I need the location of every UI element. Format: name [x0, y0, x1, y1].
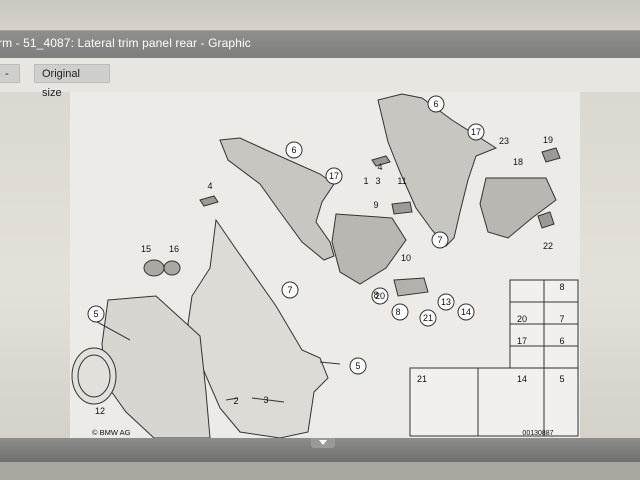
callout-7-middle: 7 — [287, 285, 292, 295]
callout-14: 14 — [461, 307, 471, 317]
callout-5-left: 5 — [93, 309, 98, 319]
callout-8: 8 — [395, 307, 400, 317]
chevron-down-icon — [319, 440, 327, 445]
legend-num-21: 21 — [417, 374, 427, 384]
callout-20: 20 — [375, 291, 385, 301]
callout-6-middle: 6 — [291, 145, 296, 155]
callout-7-upper: 7 — [437, 235, 442, 245]
copyright: © BMW AG — [92, 428, 131, 437]
callout-11: 11 — [397, 176, 406, 186]
legend-num-20: 20 — [517, 314, 527, 324]
callout-17-middle: 17 — [329, 171, 339, 181]
original-size-button[interactable]: Original size — [34, 64, 110, 99]
callout-8-lower: 8 — [373, 290, 378, 300]
drawing-id: 00130887 — [522, 430, 553, 437]
callout-5-right: 5 — [355, 361, 360, 371]
window-titlebar: rm - 51_4087: Lateral trim panel rear - … — [0, 30, 640, 59]
callout-3-lower: 3 — [263, 395, 268, 405]
callout-12: 12 — [95, 406, 105, 416]
legend-num-17: 17 — [517, 336, 527, 346]
callout-9: 9 — [373, 200, 378, 210]
footer-strip — [0, 462, 640, 480]
callout-1: 1 — [363, 176, 368, 186]
callout-15: 15 — [141, 244, 151, 254]
callout-21: 21 — [423, 313, 433, 323]
callout-2: 2 — [233, 396, 238, 406]
callout-18: 18 — [513, 157, 523, 167]
callout-13: 13 — [441, 297, 451, 307]
diagram-canvas[interactable]: 6 17 23 19 18 4 1 3 11 9 15 16 7 22 10 5… — [70, 92, 580, 439]
callout-16: 16 — [169, 244, 179, 254]
callout-3: 3 — [375, 176, 380, 186]
legend-num-7: 7 — [559, 314, 564, 324]
legend-num-5: 5 — [559, 374, 564, 384]
legend-num-8: 8 — [559, 282, 564, 292]
toolbar: - Original size — [0, 58, 640, 99]
callout-4-upper: 4 — [377, 162, 382, 172]
callout-10: 10 — [401, 253, 411, 263]
parts-diagram: 6 17 23 19 18 4 1 3 11 9 15 16 7 22 10 5… — [71, 93, 579, 439]
window-title: rm - 51_4087: Lateral trim panel rear - … — [0, 36, 251, 50]
zoom-out-button[interactable]: - — [0, 64, 20, 83]
callout-4-left: 4 — [207, 181, 212, 191]
callout-22: 22 — [543, 241, 553, 251]
legend-num-14: 14 — [517, 374, 527, 384]
callout-19: 19 — [543, 135, 553, 145]
callout-17-upper: 17 — [471, 127, 481, 137]
legend-num-6: 6 — [559, 336, 564, 346]
callout-6-upper: 6 — [433, 99, 438, 109]
callout-23: 23 — [499, 136, 509, 146]
